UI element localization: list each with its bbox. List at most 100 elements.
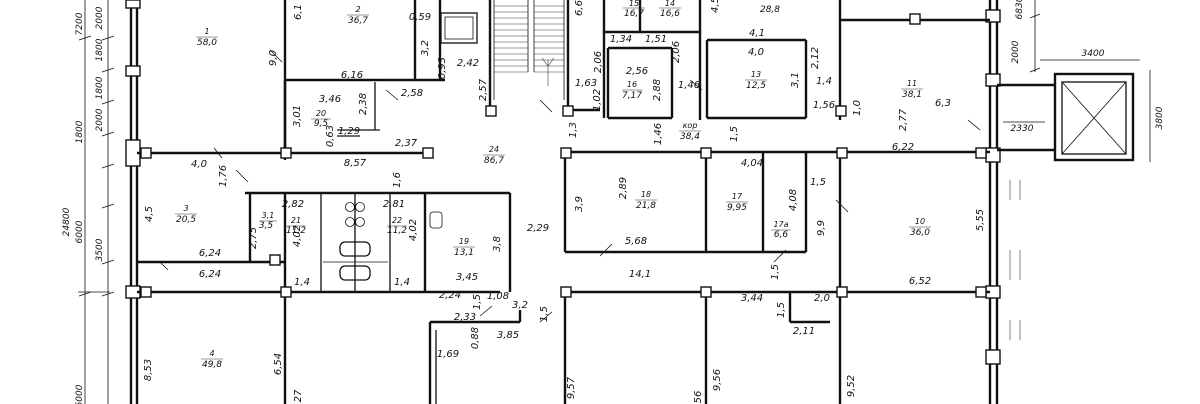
- room-number: 11: [907, 79, 917, 88]
- dim-label: 2,58: [401, 88, 423, 99]
- dim-label: 4,1: [749, 28, 765, 39]
- dim-label: 6,1: [293, 4, 304, 20]
- dim-label: 8,57: [344, 158, 367, 169]
- dim-label: 3,2: [512, 300, 528, 311]
- room-area: 16,7: [624, 9, 644, 19]
- dim-label: 3,9: [574, 196, 585, 212]
- dim-label: 3,45: [456, 272, 478, 283]
- dim-label: 2,89: [618, 177, 629, 199]
- dim-label: 2,06: [593, 51, 604, 73]
- dim-label: 14,1: [629, 269, 651, 280]
- room-area: 28,8: [760, 5, 780, 15]
- dim-label: 6,52: [909, 276, 931, 287]
- dim-label: 4,5: [144, 206, 155, 222]
- room-area: 38,4: [680, 132, 700, 142]
- dim-label: 1,3: [568, 122, 579, 138]
- dim-label: 3,46: [319, 94, 341, 105]
- stair: [440, 0, 565, 100]
- room-area: 21,8: [636, 201, 656, 211]
- room-17a: 17a 6,6: [771, 220, 791, 240]
- dim-label: 3,2: [420, 40, 431, 56]
- room-number: 19: [459, 237, 469, 246]
- dim-left-6: 6000: [75, 220, 85, 243]
- dim-label: 1,34: [610, 34, 632, 45]
- room-number: 17a: [773, 220, 788, 229]
- room-21: 21 11,2: [286, 216, 306, 236]
- room-corridor: кор 38,4: [679, 121, 701, 142]
- left-dimension-chain: 24800 7200 2000 1800 1800 1800 2000 6000…: [62, 0, 115, 404]
- room-number: 24: [489, 145, 499, 154]
- dim-label: 6,6: [574, 0, 585, 16]
- dim-right-wall: 2000: [1011, 40, 1021, 63]
- room-10: 10 36,0: [909, 217, 931, 238]
- room-3: 3 20,5: [175, 204, 197, 225]
- dim-label: 4,08: [788, 189, 799, 211]
- dimension-labels: 6,1 0,59 6,6 4,5 9,0 3,2 0,93 2,42 1,34 …: [143, 0, 986, 403]
- room-area: 36,7: [348, 16, 368, 26]
- dim-label: 6,24: [199, 269, 221, 280]
- room-13: 13 12,5: [745, 70, 767, 91]
- room-area: 38,1: [902, 90, 922, 100]
- room-number: 3: [183, 204, 188, 213]
- dim-label: 9,57: [566, 376, 577, 399]
- dim-label: 6,24: [199, 248, 221, 259]
- room-labels: 1 58,0 2 36,7 3 20,5 3,1 3,5 4 49,8 10 3…: [175, 0, 931, 370]
- dim-label: 1,5: [729, 126, 740, 142]
- room-15: 15 16,7: [623, 0, 645, 19]
- dim-label: 1,0: [852, 100, 863, 116]
- dim-elevator-width: 3400: [1082, 49, 1105, 59]
- room-area: 16,6: [660, 9, 680, 19]
- room-number: 20: [316, 109, 326, 118]
- dim-label: 1,08: [487, 291, 509, 302]
- room-number: 10: [915, 217, 925, 226]
- dim-label: 2,57: [478, 78, 489, 101]
- dim-elevator-offset: 2330: [1011, 124, 1034, 134]
- room-area: 58,0: [197, 38, 217, 48]
- dim-label: 2,37: [395, 138, 418, 149]
- dim-label: 2,56: [626, 66, 648, 77]
- dim-label: 56: [693, 391, 704, 404]
- interior-walls: [137, 0, 990, 404]
- dim-label: 2,75: [248, 227, 259, 249]
- room-17: 17 9,95: [726, 192, 748, 213]
- dim-left-4: 1800: [75, 120, 85, 143]
- room-number: 3,1: [262, 211, 275, 220]
- room-area: 20,5: [176, 215, 196, 225]
- dim-label: 2,0: [814, 293, 830, 304]
- dim-label: 4,02: [408, 219, 419, 241]
- dim-label: 0,88: [470, 327, 481, 349]
- room-number: кор: [683, 121, 698, 130]
- dim-label: 1,76: [218, 165, 229, 187]
- dim-label: 2,81: [383, 199, 405, 210]
- dim-label: 1,4: [294, 277, 310, 288]
- dim-label: 2,06: [671, 41, 682, 63]
- dim-label: 2,38: [358, 93, 369, 115]
- dim-label: 2,88: [652, 79, 663, 101]
- dim-label: 4,0: [748, 47, 764, 58]
- dim-label: 1,69: [437, 349, 459, 360]
- room-area: 9,5: [314, 119, 329, 129]
- dim-label: 1,4: [816, 76, 832, 87]
- dim-label: 3,85: [497, 330, 519, 341]
- room-area: 86,7: [484, 156, 504, 166]
- room-16: 16 7,17: [622, 80, 642, 101]
- room-number: 1: [204, 27, 209, 36]
- room-1: 1 58,0: [196, 27, 218, 48]
- dim-label: 1,51: [645, 34, 667, 45]
- dim-label: 4,0: [191, 159, 207, 170]
- room-top-partial: 28,8: [760, 5, 780, 15]
- dim-left-3: 1800: [95, 76, 105, 99]
- dim-label: 27: [293, 389, 304, 402]
- dim-label: 1,6: [392, 172, 403, 188]
- room-number: 21: [291, 216, 301, 225]
- dim-label: 3,1: [790, 72, 801, 88]
- room-2: 2 36,7: [347, 5, 369, 26]
- room-area: 49,8: [202, 360, 222, 370]
- room-area: 13,1: [454, 248, 474, 258]
- dim-label: 2,77: [898, 108, 909, 131]
- room-area: 7,17: [622, 91, 642, 101]
- room-14: 14 16,6: [659, 0, 681, 19]
- elevator-shaft: 3400 3800 2330 6830 2000: [997, 0, 1165, 162]
- dim-label: 6,54: [273, 353, 284, 375]
- dim-label: 1,02: [592, 89, 603, 111]
